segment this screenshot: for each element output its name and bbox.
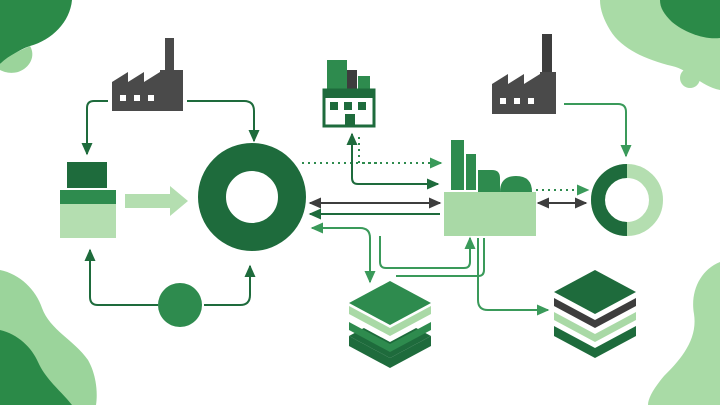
dotted-building-to-plant: [358, 137, 378, 164]
loop-plant-to-ring-a: [379, 236, 476, 269]
ring-main: [198, 143, 306, 251]
corner-blob-bottom-left: [0, 270, 97, 405]
arrow-factory-to-ring: [187, 100, 260, 143]
arrow-circle-to-ring: [204, 264, 256, 306]
ring-partial-right: [591, 164, 663, 236]
arrow-factory-right-to-ring: [564, 103, 632, 158]
layered-stack-center-icon: [349, 281, 431, 368]
corner-blob-bottom-right: [648, 262, 720, 405]
factory-left-icon: [112, 38, 183, 111]
arrow-building-to-plant: [346, 132, 440, 190]
corner-blob-top-right: [600, 0, 720, 90]
corner-blob-top-left: [0, 0, 72, 73]
wide-arrow-block-to-ring: [125, 186, 188, 216]
layered-stack-right-icon: [554, 270, 636, 358]
arrow-circle-to-block: [84, 248, 158, 306]
connectors: [81, 100, 632, 316]
industrial-plant-center-icon: [444, 140, 536, 236]
arrow-plant-to-stack-right: [477, 238, 550, 316]
arrow-factory-to-block: [81, 100, 108, 156]
plant-building-top-icon: [322, 60, 376, 128]
arrow-ring-to-stack-center: [310, 222, 376, 284]
solid-circle: [158, 283, 202, 327]
factory-right-icon: [492, 34, 556, 114]
two-tone-block-left: [60, 162, 116, 238]
